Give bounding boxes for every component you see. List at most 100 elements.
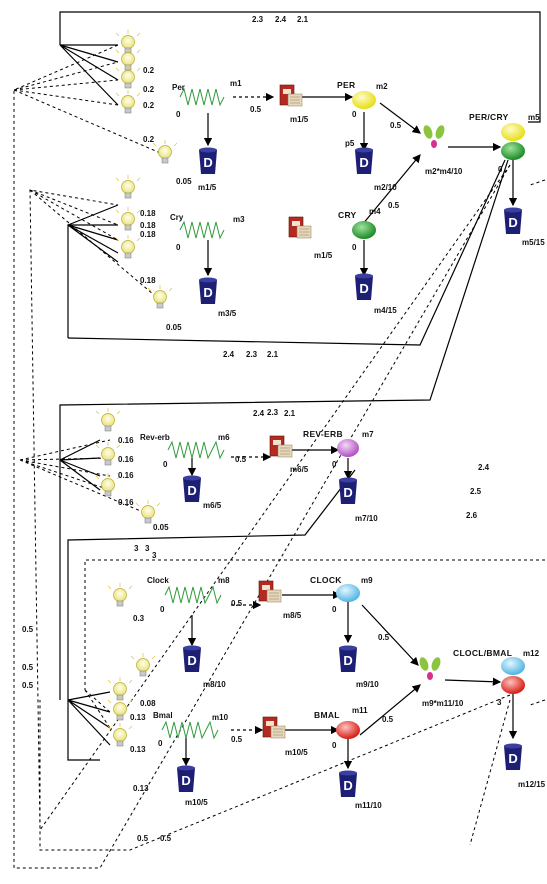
protein-degradation: p5 <box>345 139 355 148</box>
complex-degradation: m12/15 <box>518 780 546 789</box>
weight-label: 2.4 <box>275 15 287 24</box>
protein-label-per: PER <box>337 80 355 90</box>
mrna-rate: m10/5 <box>285 748 308 757</box>
degradation-bin-icon: D <box>355 147 373 174</box>
lightbulb-icon <box>115 207 141 231</box>
mrna-book-icon <box>279 84 303 107</box>
reverb-protein-node <box>337 439 359 457</box>
mrna-rate: m1/5 <box>314 251 333 260</box>
basal-rate: 0.05 <box>166 323 182 332</box>
svg-text:D: D <box>359 155 368 170</box>
gene-id-m6: m6 <box>218 433 230 442</box>
inhibition-dashed-lines <box>13 44 546 869</box>
gene-label-bmal: Bmal <box>153 711 173 720</box>
weight-label: 0.5 <box>137 834 149 843</box>
feedback-weight: 0.18 <box>140 221 156 230</box>
promoter-springs <box>161 87 225 740</box>
percry-complex-bottom <box>501 142 525 160</box>
dimer-icon <box>419 657 441 680</box>
protein-label-reverb: REV-ERB <box>303 429 343 439</box>
lightbulb-icons <box>95 30 178 747</box>
binding-constant: m2/10 <box>374 183 397 192</box>
binding-rate: 0.5 <box>378 633 390 642</box>
degradation-bin-icon: D <box>339 645 357 672</box>
mrna-icons <box>258 84 312 739</box>
svg-text:D: D <box>359 281 368 296</box>
mrna-book-icon <box>269 435 293 458</box>
complex-label-percry: PER/CRY <box>469 112 509 122</box>
protein-zero: 0 <box>332 605 337 614</box>
lightbulb-icon <box>115 90 141 114</box>
feedback-weight: 0.18 <box>140 209 156 218</box>
protein-id-m2: m2 <box>376 82 388 91</box>
mrna-book-icon <box>288 216 312 239</box>
gene-label-per: Per <box>172 83 185 92</box>
weight-label: 2.4 <box>253 409 265 418</box>
weight-label: 3 <box>134 544 139 553</box>
gene-zero: 0 <box>176 110 181 119</box>
protein-id-m4: m4 <box>369 207 381 216</box>
degradation-bin-icon: D <box>339 477 357 504</box>
lightbulb-icon <box>95 442 121 466</box>
svg-text:D: D <box>508 215 517 230</box>
clockbmal-complex-bottom <box>501 676 525 694</box>
feedback-weight: 0.2 <box>143 85 155 94</box>
complex-label-clockbmal: CLOCL/BMAL <box>453 648 512 658</box>
degradation-bin-icon: D <box>339 770 357 797</box>
degradation-bin-icon: D <box>199 147 217 174</box>
feedback-weight: 0.08 <box>140 699 156 708</box>
complex-degradation: m5/15 <box>522 238 545 247</box>
lightbulb-icon <box>147 285 173 309</box>
protein-degradation: m11/10 <box>355 801 382 810</box>
bmal-protein-node <box>336 721 360 739</box>
basal-rate: 0.05 <box>176 177 192 186</box>
protein-degradation: m7/10 <box>355 514 378 523</box>
weight-label: 2.3 <box>252 15 264 24</box>
lightbulb-icon <box>95 408 121 432</box>
feedback-weight: 0.18 <box>140 230 156 239</box>
weight-label: 3 <box>152 551 157 560</box>
protein-zero: 0 <box>332 741 337 750</box>
mrna-rate: m8/5 <box>283 611 302 620</box>
feedback-weight: 0.16 <box>118 471 134 480</box>
basal-rate: 0.13 <box>133 784 149 793</box>
labels: 2.3 2.4 2.1 Per m1 0 0.2 0.2 0.2 0.2 0.0… <box>22 15 546 843</box>
degradation-bin-icon: D <box>504 207 522 234</box>
protein-id-m11: m11 <box>352 706 368 715</box>
clockbmal-complex-top <box>501 657 525 675</box>
degradation-bin-icon: D <box>183 475 201 502</box>
degradation-bin-icon: D <box>183 645 201 672</box>
weight-label: 0.5 <box>22 625 34 634</box>
mrna-rate: m1/5 <box>290 115 309 124</box>
gene-zero: 0 <box>158 739 163 748</box>
basal-rate: 0.05 <box>153 523 169 532</box>
lightbulb-icon <box>152 140 178 164</box>
svg-text:D: D <box>181 773 190 788</box>
svg-text:D: D <box>343 653 352 668</box>
weight-label: 2.1 <box>284 409 296 418</box>
degradation-label: m10/5 <box>185 798 208 807</box>
protein-zero: 0 <box>352 243 357 252</box>
translation-rate: 0.5 <box>235 455 247 464</box>
svg-text:D: D <box>343 778 352 793</box>
gene-label-reverb: Rev-erb <box>140 433 170 442</box>
svg-text:D: D <box>508 751 517 766</box>
translation-rate: 0.5 <box>231 735 243 744</box>
gene-id-m1: m1 <box>230 79 242 88</box>
protein-label-clock: CLOCK <box>310 575 342 585</box>
protein-label-bmal: BMAL <box>314 710 340 720</box>
complex-id-m5: m5 <box>528 113 540 122</box>
svg-text:D: D <box>203 155 212 170</box>
lightbulb-icon <box>115 175 141 199</box>
weight-label: 2.3 <box>267 408 279 417</box>
weight-label: 0.5 <box>160 834 172 843</box>
degradation-label: m1/5 <box>198 183 217 192</box>
translation-rate: 0.5 <box>231 599 243 608</box>
degradation-bin-icon: D <box>177 765 195 792</box>
lightbulb-icon <box>115 235 141 259</box>
gene-id-m3: m3 <box>233 215 245 224</box>
svg-text:D: D <box>187 483 196 498</box>
degradation-label: m8/10 <box>203 680 226 689</box>
protein-degradation: m4/15 <box>374 306 397 315</box>
